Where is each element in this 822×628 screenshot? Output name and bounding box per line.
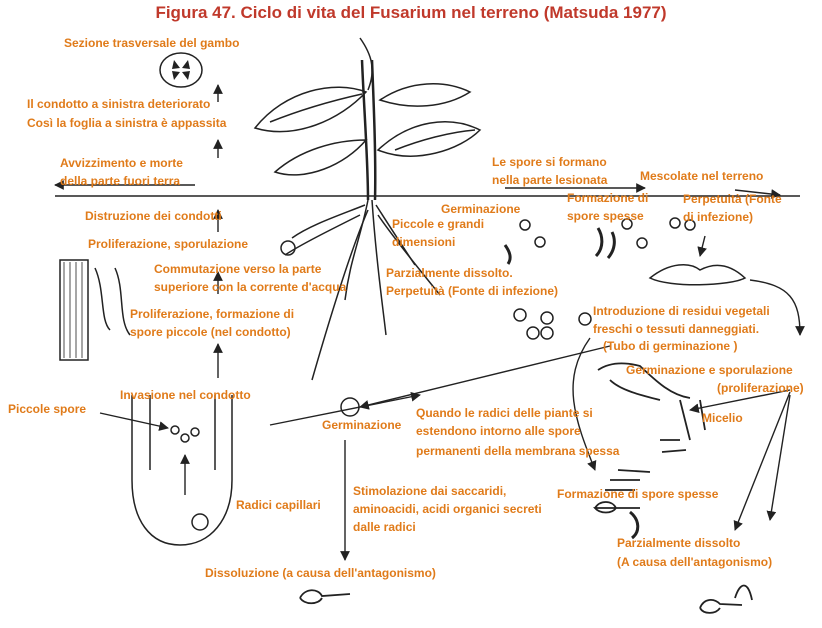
label-formazione-spesse-2: spore spesse: [567, 209, 644, 223]
label-spore-formano-1: Le spore si formano: [492, 155, 607, 169]
label-tubo: (Tubo di germinazione ): [603, 339, 738, 353]
label-avvizzimento-1: Avvizzimento e morte: [60, 156, 183, 170]
label-stimolazione-2: aminoacidi, acidi organici secreti: [353, 502, 542, 516]
label-stimolazione-3: dalle radici: [353, 520, 416, 534]
label-quando-2: estendono intorno alle spore: [416, 424, 581, 438]
spore-cluster: [280, 217, 696, 417]
label-commutazione-2: superiore con la corrente d'acqua: [154, 280, 347, 294]
label-parz-dissolto-b2: (A causa dell'antagonismo): [617, 555, 773, 569]
label-perpetuita-1: Perpetuità (Fonte: [683, 192, 782, 206]
label-condotto-1: Il condotto a sinistra deteriorato: [27, 97, 211, 111]
label-germ-sporulazione-2: (proliferazione): [717, 381, 804, 395]
plant-drawing: [253, 37, 482, 381]
label-formazione-spesse-bottom: Formazione di spore spesse: [557, 487, 719, 501]
label-parz-dissolto-b1: Parzialmente dissolto: [617, 536, 741, 550]
label-commutazione-1: Commutazione verso la parte: [154, 262, 322, 276]
label-invasione: Invasione nel condotto: [120, 388, 251, 402]
label-germinazione-top: Germinazione: [441, 202, 521, 216]
conduit-section-drawing: [59, 259, 131, 361]
label-mescolate: Mescolate nel terreno: [640, 169, 764, 183]
stem-cross-section-icon: [159, 52, 203, 88]
label-piccole-grandi-2: dimensioni: [392, 235, 456, 249]
label-quando-3: permanenti della membrana spessa: [416, 444, 620, 458]
label-avvizzimento-2: della parte fuori terra: [60, 174, 181, 188]
label-formazione-spesse-1: Formazione di: [567, 191, 649, 205]
label-sezione: Sezione trasversale del gambo: [64, 36, 240, 50]
cycle-arrows: [54, 84, 805, 561]
label-parz-dissolto-2: Perpetuità (Fonte di infezione): [386, 284, 559, 298]
label-proliferazione-formazione-2: spore piccole (nel condotto): [130, 325, 291, 339]
label-quando-1: Quando le radici delle piante si: [416, 406, 593, 420]
label-parz-dissolto-1: Parzialmente dissolto.: [386, 266, 513, 280]
label-introduzione-2: freschi o tessuti danneggiati.: [593, 322, 760, 336]
figure-title: Figura 47. Ciclo di vita del Fusarium ne…: [155, 3, 667, 22]
label-distruzione: Distruzione dei condotti: [85, 209, 222, 223]
germinating-spores: [299, 362, 753, 614]
label-stimolazione-1: Stimolazione dai saccaridi,: [353, 484, 507, 498]
label-germinazione-bottom: Germinazione: [322, 418, 402, 432]
label-piccole-spore: Piccole spore: [8, 402, 87, 416]
label-condotto-2: Così la foglia a sinistra è appassita: [27, 116, 227, 130]
label-radici-capillari: Radici capillari: [236, 498, 321, 512]
plant-residue-heap: [648, 264, 747, 286]
label-introduzione-1: Introduzione di residui vegetali: [593, 304, 770, 318]
root-section-drawing: [131, 395, 233, 546]
label-proliferazione-formazione-1: Proliferazione, formazione di: [130, 307, 295, 321]
label-piccole-grandi-1: Piccole e grandi: [392, 217, 485, 231]
label-spore-formano-2: nella parte lesionata: [492, 173, 608, 187]
label-dissoluzione: Dissoluzione (a causa dell'antagonismo): [205, 566, 436, 580]
label-germ-sporulazione-1: Germinazione e sporulazione: [626, 363, 793, 377]
label-micelio: Micelio: [702, 411, 743, 425]
label-proliferazione-sporulazione: Proliferazione, sporulazione: [88, 237, 249, 251]
label-perpetuita-2: di infezione): [683, 210, 753, 224]
